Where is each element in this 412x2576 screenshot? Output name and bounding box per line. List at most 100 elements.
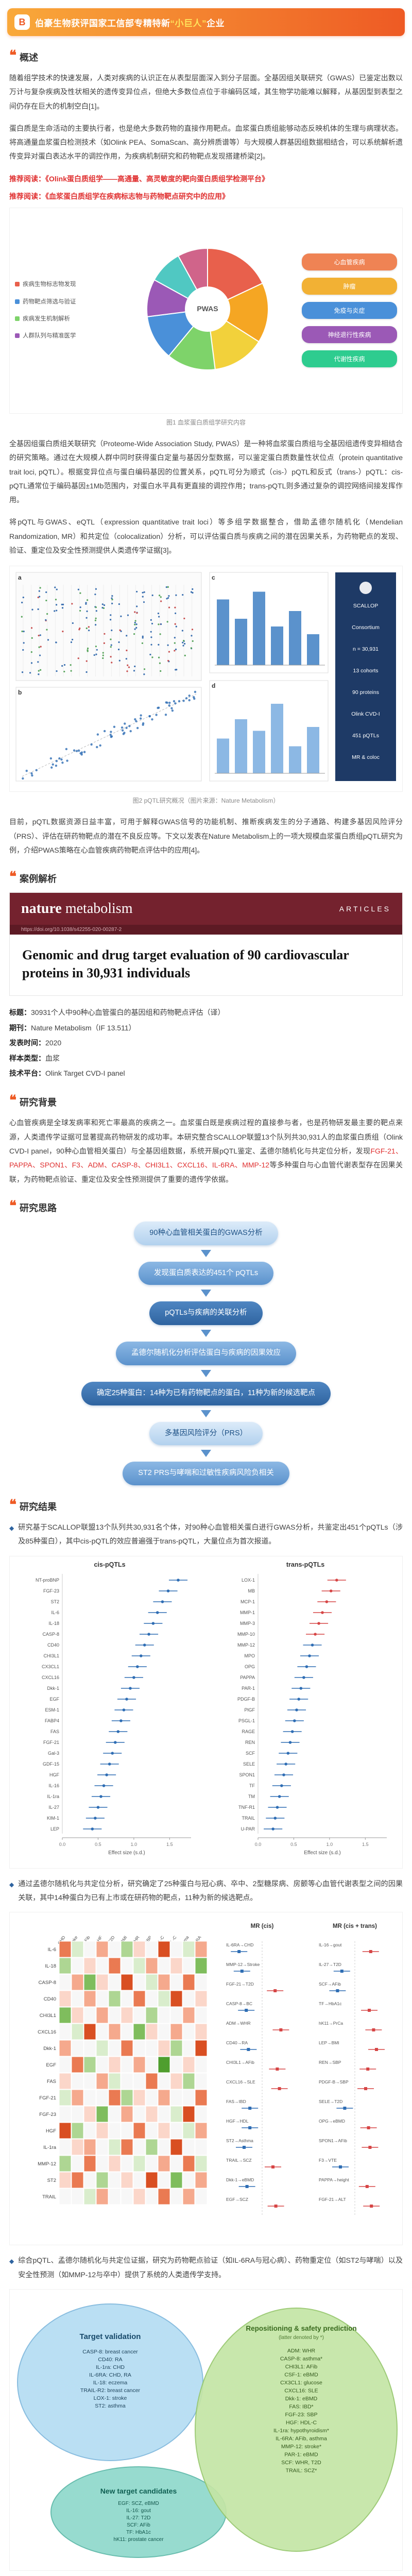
svg-text:FGF-21: FGF-21 (43, 1740, 59, 1745)
svg-text:IL-1ra: CHD: IL-1ra: CHD (96, 2364, 125, 2370)
svg-text:CHI3L1: CHI3L1 (40, 2013, 56, 2019)
svg-text:CHI3L1: CHI3L1 (43, 1653, 59, 1658)
figure-1-disease-chips: 心血管疾病 肿瘤 免疫与炎症 神经退行性疾病 代谢性疾病 (302, 253, 397, 368)
svg-text:Olink CVD-I: Olink CVD-I (351, 711, 380, 717)
svg-text:HGF: HGF (49, 1772, 60, 1777)
bullet-square-icon (15, 299, 20, 304)
svg-text:SPON1: SPON1 (239, 1772, 255, 1777)
svg-text:n = 30,931: n = 30,931 (353, 646, 379, 652)
section-case-header: ❝ 案例解析 (9, 870, 403, 885)
svg-text:SCF: SCF (246, 1751, 255, 1756)
svg-text:ST2→Asthma: ST2→Asthma (226, 2138, 253, 2143)
flow-step-7: ST2 PRS与哮喘和过敏性疾病风险负相关 (123, 1462, 289, 1486)
meta-label: 发表时间： (9, 1039, 45, 1047)
svg-text:IL-6RA: AFib, asthma: IL-6RA: AFib, asthma (276, 2435, 327, 2442)
svg-text:PDGF-B: PDGF-B (237, 1697, 255, 1702)
svg-text:IL-6RA→CHD: IL-6RA→CHD (226, 1942, 253, 1947)
svg-text:FGF-23: FGF-23 (39, 2112, 56, 2117)
result-text: 通过孟德尔随机化与共定位分析，研究确定了25种蛋白与冠心病、卒中、2型糖尿病、房… (18, 1879, 403, 1902)
meta-line: 发表时间：2020 (9, 1036, 403, 1050)
flow-step-1: 90种心血管相关蛋白的GWAS分析 (134, 1221, 278, 1245)
journal-title-area: Genomic and drug target evaluation of 90… (10, 935, 402, 995)
svg-text:CD40: RA: CD40: RA (98, 2357, 122, 2363)
meta-label: 样本类型： (9, 1054, 45, 1062)
svg-text:IL-6RA: CHD, RA: IL-6RA: CHD, RA (89, 2372, 131, 2378)
related-article-link-2[interactable]: 推荐阅读：《血浆蛋白质组学在疾病标志物与药物靶点研究中的应用》 (9, 192, 229, 201)
svg-text:OPG: OPG (245, 1664, 255, 1669)
svg-text:ADM→WHR: ADM→WHR (226, 2021, 251, 2026)
svg-text:FGF-21→T2D: FGF-21→T2D (226, 1981, 254, 1987)
svg-text:trans-pQTLs: trans-pQTLs (286, 1561, 324, 1568)
svg-text:FABP4: FABP4 (45, 1718, 59, 1723)
svg-text:IL-16: gout: IL-16: gout (126, 2508, 151, 2514)
meta-label: 技术平台： (9, 1069, 45, 1077)
logo-icon: B (14, 14, 30, 30)
svg-text:IL-1ra: IL-1ra (43, 2145, 57, 2150)
svg-text:1.0: 1.0 (131, 1842, 138, 1847)
flow-step-5: 确定25种蛋白：14种为已有药物靶点的蛋白，11种为新的候选靶点 (81, 1381, 331, 1405)
result-bullet-1: ◆研究基于SCALLOP联盟13个队列共30,931名个体，对90种心血管相关蛋… (9, 1520, 403, 1549)
svg-text:HGF: HDL-C: HGF: HDL-C (286, 2419, 317, 2426)
svg-text:SPON1→AFib: SPON1→AFib (319, 2138, 347, 2143)
svg-text:MR (cis + trans): MR (cis + trans) (333, 1923, 377, 1929)
svg-text:CXCL16: SLE: CXCL16: SLE (284, 2387, 318, 2394)
svg-text:PWAS: PWAS (197, 304, 218, 313)
svg-text:Dkk-1→eBMD: Dkk-1→eBMD (226, 2177, 254, 2182)
svg-text:a: a (18, 574, 22, 581)
svg-text:PDGF-B→SBP: PDGF-B→SBP (319, 2079, 349, 2084)
svg-text:CXCL16: CXCL16 (42, 1675, 59, 1680)
svg-text:Dkk-1: Dkk-1 (47, 1686, 59, 1691)
journal-logo: nature metabolism (21, 901, 132, 917)
svg-text:MCP-1: MCP-1 (241, 1599, 255, 1604)
svg-text:HGF→HDL: HGF→HDL (226, 2119, 249, 2124)
svg-text:CXCL16→SLE: CXCL16→SLE (226, 2079, 255, 2084)
svg-text:CASP-8: asthma*: CASP-8: asthma* (280, 2355, 322, 2362)
svg-text:1.5: 1.5 (166, 1842, 173, 1847)
svg-text:13 cohorts: 13 cohorts (353, 668, 378, 674)
svg-text:OPG→eBMD: OPG→eBMD (319, 2119, 345, 2124)
svg-text:SCF→AFib: SCF→AFib (319, 1981, 341, 1987)
svg-text:ST2: ST2 (50, 1599, 59, 1604)
journal-brand-name: nature (21, 901, 62, 917)
svg-text:TRAIL: SCZ*: TRAIL: SCZ* (286, 2467, 317, 2473)
arrow-down-icon (201, 1450, 211, 1458)
disease-chip: 免疫与炎症 (302, 302, 397, 319)
section-case-title: 案例解析 (20, 874, 57, 885)
svg-text:EGF: EGF (49, 1697, 59, 1702)
svg-text:IL-18: IL-18 (45, 1963, 56, 1969)
bullet-square-icon (15, 316, 20, 321)
svg-text:ST2: ST2 (47, 2178, 56, 2183)
svg-text:LEP→BMI: LEP→BMI (319, 2040, 339, 2045)
svg-text:FAS→IBD: FAS→IBD (226, 2099, 246, 2104)
svg-text:MMP-3: MMP-3 (240, 1621, 255, 1626)
journal-articles-label: ARTICLES (339, 905, 391, 913)
meta-value: Olink Target CVD-I panel (45, 1069, 125, 1077)
svg-text:IL-18: eczema: IL-18: eczema (93, 2380, 128, 2386)
svg-text:U-PAR: U-PAR (241, 1826, 255, 1832)
svg-text:PSGL-1: PSGL-1 (238, 1718, 255, 1723)
svg-text:ADM: WHR: ADM: WHR (287, 2348, 316, 2354)
flow-step-3: pQTLs与疾病的关联分析 (149, 1301, 263, 1326)
journal-doi-strip: https://doi.org/10.1038/s42255-020-00287… (10, 925, 402, 935)
svg-text:EGF: EGF (46, 2062, 56, 2068)
svg-text:CASP-8→BC: CASP-8→BC (226, 2001, 252, 2006)
svg-text:c: c (212, 574, 215, 581)
svg-text:HGF: HGF (46, 2128, 56, 2134)
bullet-icon: ◆ (9, 2258, 14, 2265)
bullet-icon: ◆ (9, 1880, 14, 1888)
svg-text:1.5: 1.5 (362, 1842, 369, 1847)
svg-text:FGF-23: FGF-23 (43, 1588, 59, 1594)
figure-1-topic: 人群队列与精准医学 (15, 332, 113, 341)
related-article-link-1[interactable]: 推荐阅读：《Olink蛋白质组学——高通量、高灵敏度的靶向蛋白质组学检测平台》 (9, 174, 269, 183)
svg-text:0.0: 0.0 (255, 1842, 262, 1847)
svg-text:b: b (18, 689, 22, 696)
svg-text:CD40→RA: CD40→RA (226, 2040, 248, 2045)
arrow-down-icon (201, 1330, 211, 1337)
arrow-down-icon (201, 1369, 211, 1377)
svg-text:IL-18: IL-18 (48, 1621, 59, 1626)
svg-text:LOX-1: stroke: LOX-1: stroke (94, 2395, 127, 2401)
svg-text:1.0: 1.0 (327, 1842, 333, 1847)
figure-1-caption: 图1 血浆蛋白质组学研究内容 (166, 418, 246, 426)
quote-icon: ❝ (9, 1093, 16, 1108)
